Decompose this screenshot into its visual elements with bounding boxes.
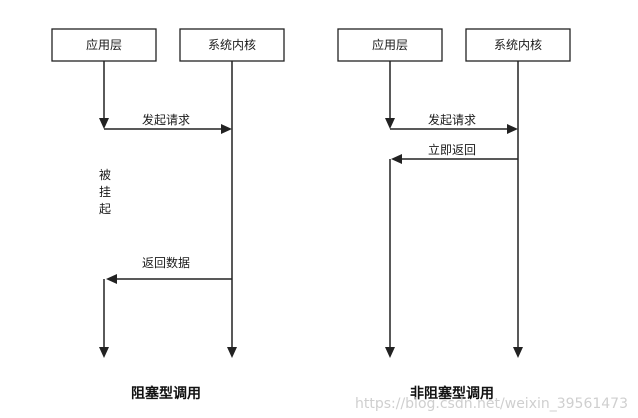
- app-layer-label: 应用层: [372, 37, 408, 52]
- kernel-box: [465, 28, 571, 62]
- kernel-label: 系统内核: [494, 38, 542, 52]
- kernel-box: [179, 28, 285, 62]
- return-now-label: 立即返回: [428, 142, 476, 157]
- return-data-arrowhead: [106, 274, 117, 284]
- request-label: 发起请求: [142, 112, 190, 127]
- nonblocking-caption: 非阻塞型调用: [410, 385, 494, 402]
- kernel-label: 系统内核: [208, 38, 256, 52]
- watermark: https://blog.csdn.net/weixin_39561473: [355, 396, 628, 412]
- nonblocking-diagram: 应用层 系统内核 发起请求 立即返回 非阻塞型调用: [337, 28, 571, 402]
- blocking-caption: 阻塞型调用: [131, 385, 201, 402]
- app-lifeline-arrowhead-bottom: [99, 347, 109, 358]
- blocking-diagram: 应用层 系统内核 发起请求 被 挂 起 返回数据 阻塞型调用: [51, 28, 285, 402]
- suspended-char-3: 起: [99, 202, 111, 216]
- app-lifeline-arrowhead-top: [385, 118, 395, 129]
- kernel-lifeline-arrowhead: [227, 347, 237, 358]
- kernel-lifeline-arrowhead: [513, 347, 523, 358]
- app-lifeline-arrowhead-top: [99, 118, 109, 129]
- app-layer-label: 应用层: [86, 37, 122, 52]
- request-label: 发起请求: [428, 112, 476, 127]
- return-data-label: 返回数据: [142, 255, 190, 270]
- return-now-arrowhead: [391, 154, 402, 164]
- app-lifeline-arrowhead-bottom: [385, 347, 395, 358]
- request-arrowhead: [507, 124, 518, 134]
- app-layer-box: [51, 28, 157, 62]
- app-layer-box: [337, 28, 443, 62]
- request-arrowhead: [221, 124, 232, 134]
- suspended-char-1: 被: [99, 168, 111, 182]
- suspended-char-2: 挂: [99, 185, 111, 199]
